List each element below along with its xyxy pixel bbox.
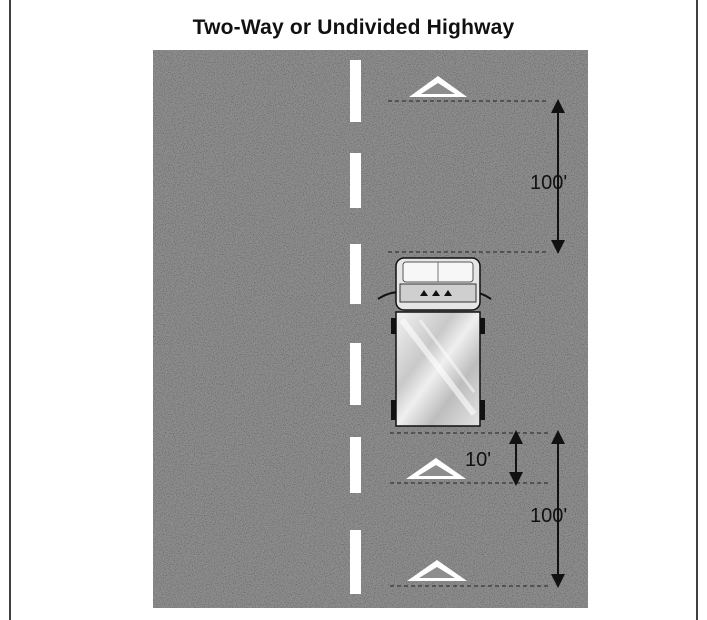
distance-label-upper: 100'	[530, 172, 567, 194]
distance-label-lower: 100'	[530, 505, 567, 527]
road-surface	[153, 50, 588, 608]
distance-label-small: 10'	[465, 449, 491, 471]
